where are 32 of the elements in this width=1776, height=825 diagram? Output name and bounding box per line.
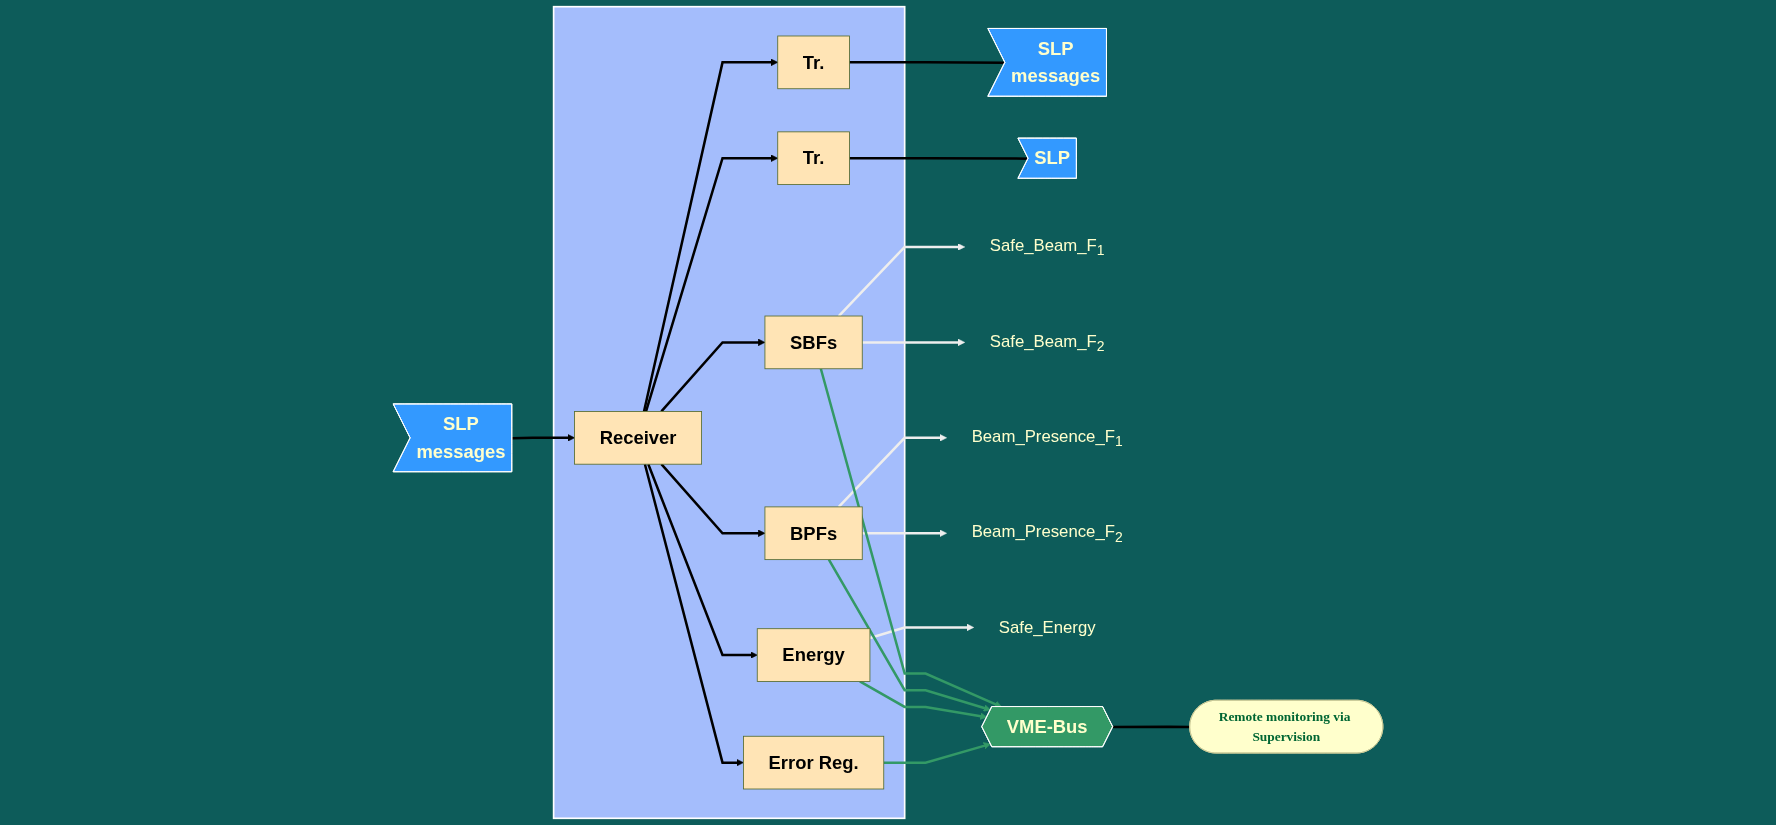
arrow [660,338,766,413]
node-box: Receiver [574,411,702,465]
arrow [862,338,965,347]
arrow [837,434,947,508]
arrow [647,463,758,659]
node-text: Beam_Presence_F$_{1}$ [971,426,1123,450]
arrow [660,463,766,537]
node-box: Tr. [777,131,850,185]
arrow [827,559,991,712]
node-box: Energy [756,628,871,682]
cluster [552,5,906,820]
arrow [644,154,779,412]
node-box: Error Reg. [743,735,885,790]
node-box: Tr. [777,35,850,90]
connector [849,61,1006,65]
node-box: SBFs [764,315,863,370]
arrow [819,368,1002,708]
arrow [883,742,991,764]
connector [849,156,1029,160]
node-text: Safe_Beam_F$_{1}$ [989,236,1105,259]
arrow [862,529,947,537]
node-text: Safe_Beam_F$_{2}$ [989,331,1105,355]
arrow [869,623,974,640]
arrow [859,680,988,720]
node-box: BPFs [764,506,863,561]
node-text: Safe_Energy [998,618,1096,637]
arrow [643,463,744,767]
arrow [837,243,965,317]
connector [1113,725,1191,729]
node-text: Beam_Presence_F$_{2}$ [971,522,1123,545]
arrow [512,434,575,442]
arrow [642,58,779,412]
